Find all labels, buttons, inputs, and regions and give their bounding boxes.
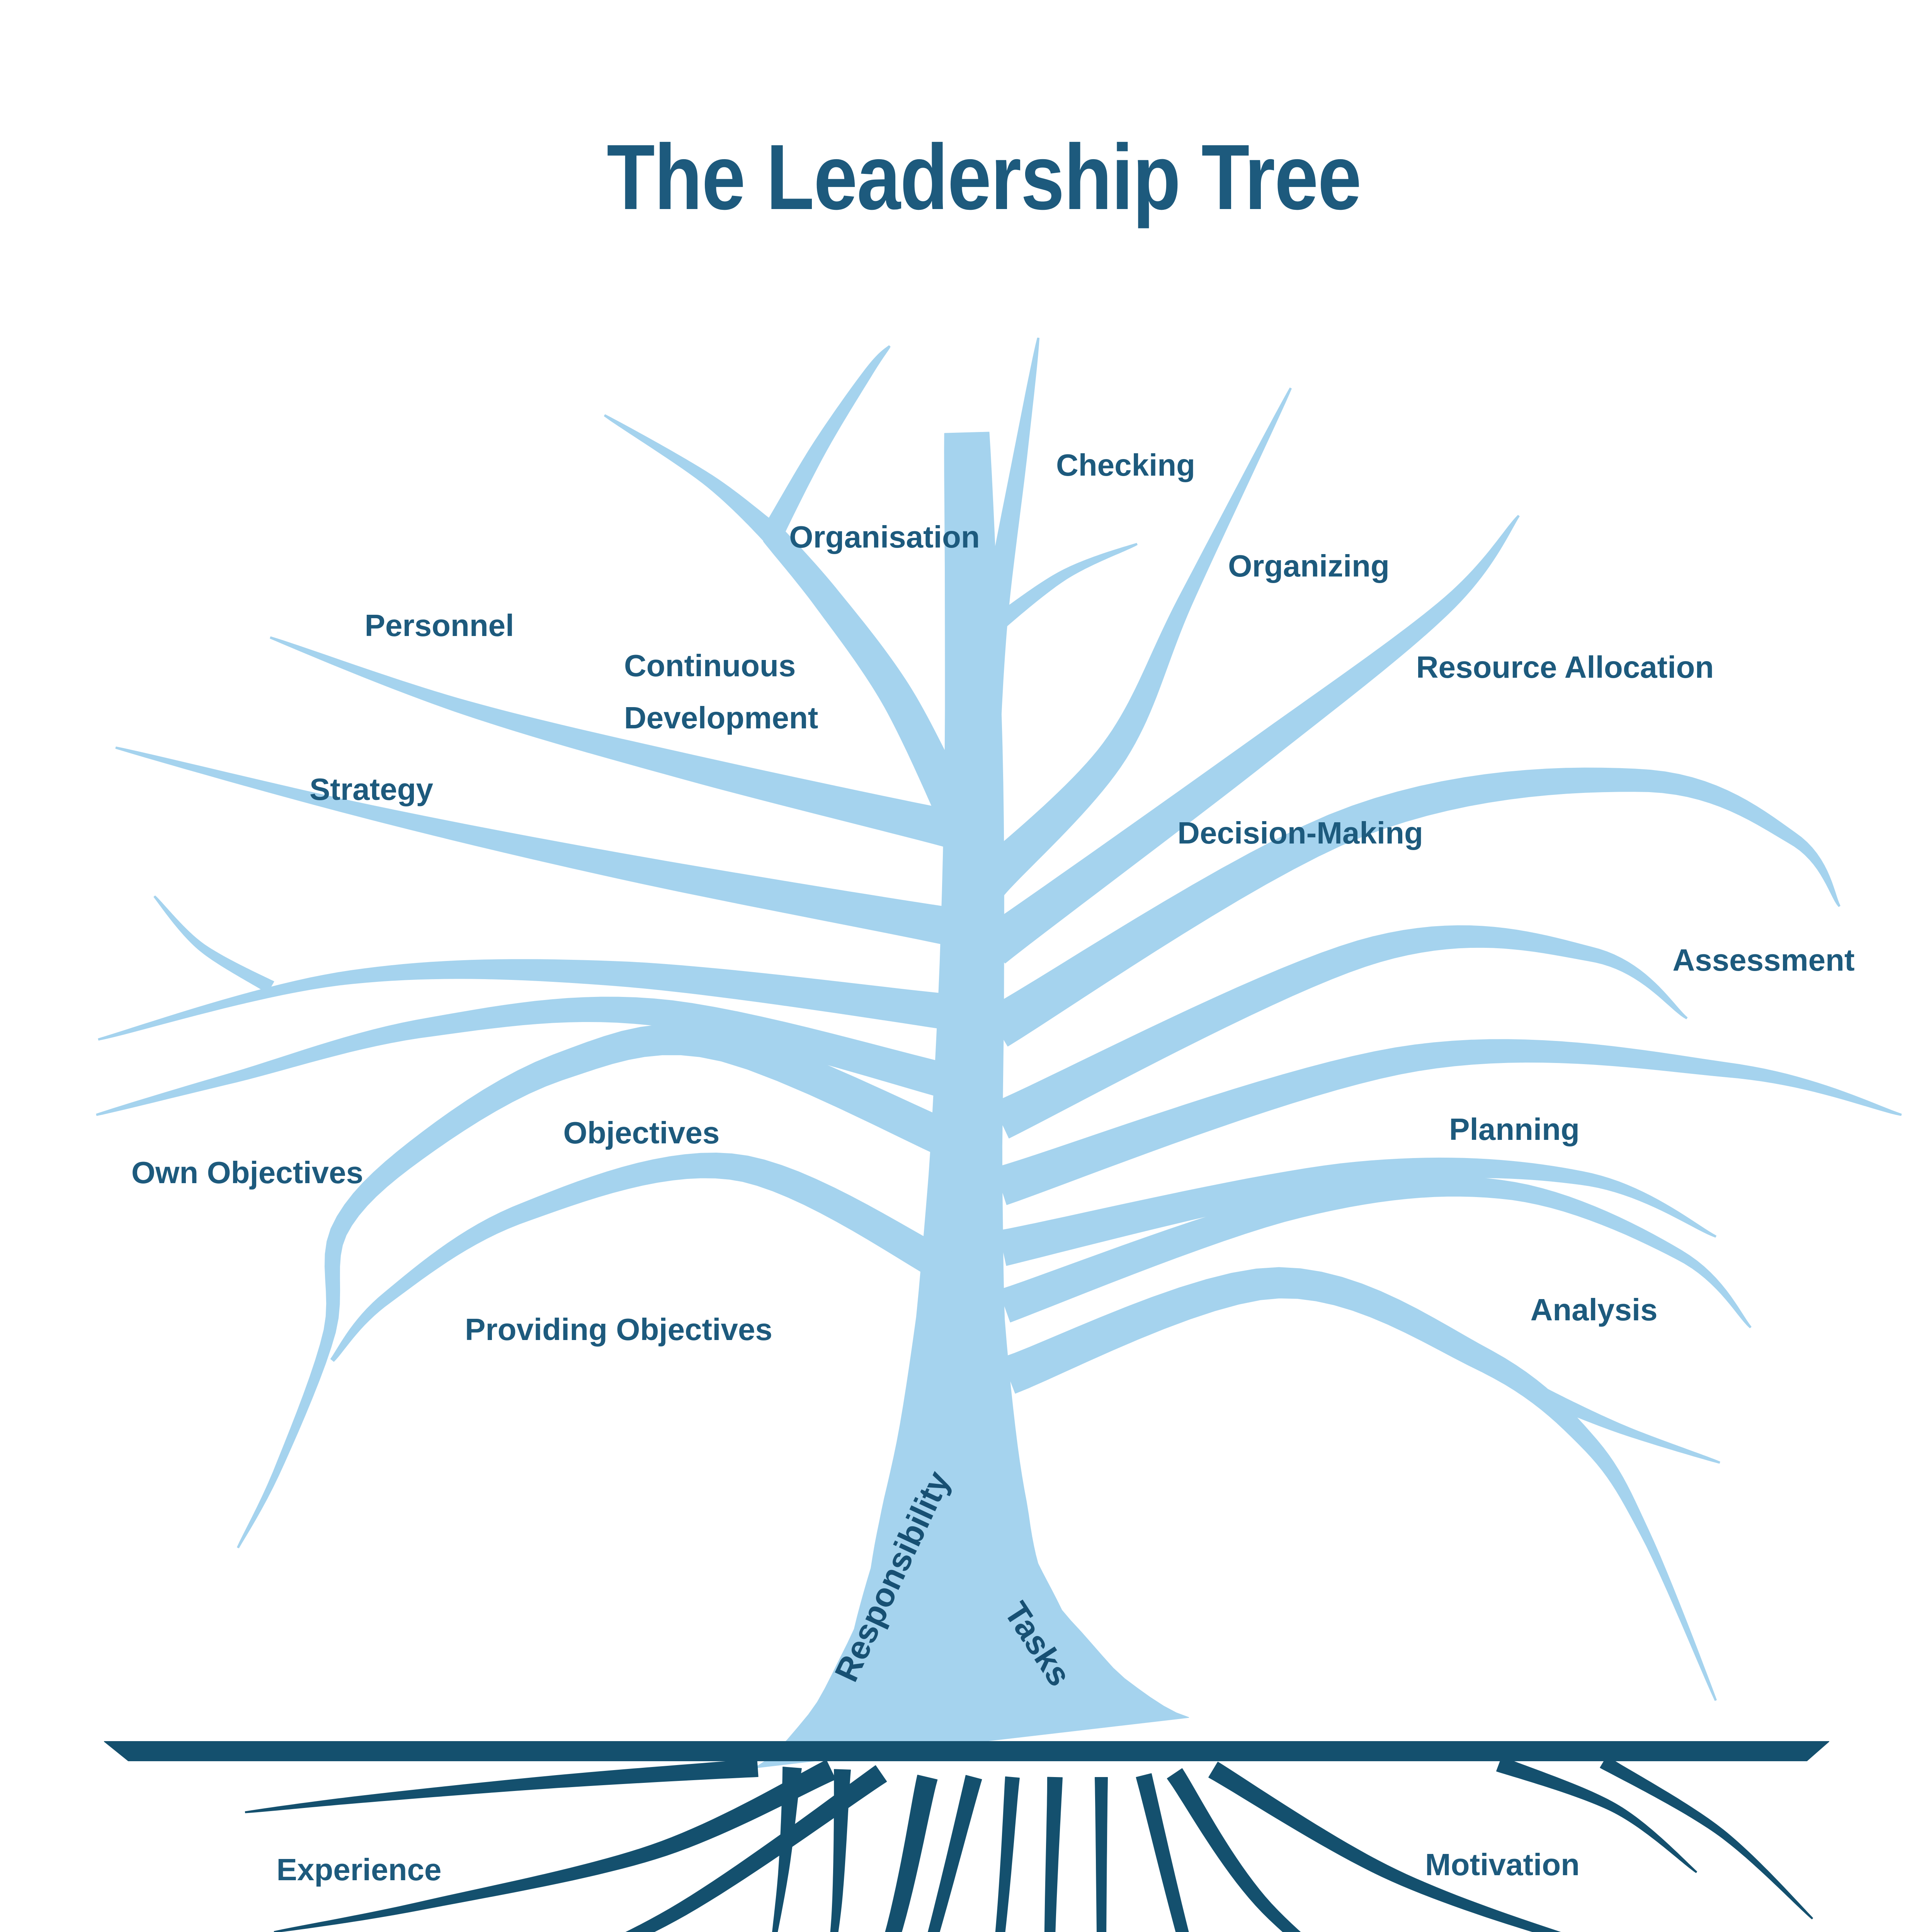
branch-label-continuous-development: Continuous Development xyxy=(624,648,818,735)
tree-root xyxy=(885,1775,938,1932)
tree-branch xyxy=(1538,1387,1720,1464)
branch-label-objectives: Objectives xyxy=(563,1116,720,1150)
tree-branch xyxy=(604,414,780,543)
tree-branch xyxy=(974,388,1292,896)
branch-label-resource-allocation: Resource Allocation xyxy=(1416,650,1714,684)
tree-root xyxy=(1208,1762,1561,1932)
branch-label-assessment: Assessment xyxy=(1672,943,1855,977)
branch-label-analysis: Analysis xyxy=(1530,1293,1658,1327)
root-label-motivation: Motivation xyxy=(1425,1847,1580,1882)
branch-label-providing-objectives: Providing Objectives xyxy=(465,1312,772,1347)
branch-label-decision-making: Decision-Making xyxy=(1177,816,1423,850)
tree-root xyxy=(1167,1768,1301,1932)
tree-root xyxy=(928,1775,982,1932)
branch-label-organisation: Organisation xyxy=(789,520,980,554)
tree-crown xyxy=(96,337,1902,1769)
tree-root xyxy=(1600,1756,1813,1920)
tree-roots xyxy=(245,1756,1813,1932)
tree-branch xyxy=(762,345,891,540)
tree-branch xyxy=(763,526,971,820)
tree-branch xyxy=(153,895,274,993)
branch-label-own-objectives: Own Objectives xyxy=(131,1155,364,1190)
tree-trunk xyxy=(754,432,1189,1769)
tree-root xyxy=(625,1765,887,1932)
tree-root xyxy=(1095,1777,1108,1932)
tree-root xyxy=(1496,1756,1697,1873)
tree-root xyxy=(772,1767,802,1932)
tree-root xyxy=(995,1776,1020,1932)
tree-branch xyxy=(980,515,1520,964)
tree-branch xyxy=(992,925,1688,1139)
ground-line xyxy=(104,1741,1829,1761)
branch-label-strategy: Strategy xyxy=(309,772,434,806)
tree-root xyxy=(1136,1773,1189,1932)
branch-label-planning: Planning xyxy=(1449,1112,1580,1146)
tree-branch xyxy=(998,1157,1716,1266)
tree-branch xyxy=(979,543,1138,641)
tree-branch xyxy=(1001,1267,1717,1701)
tree-branch xyxy=(994,1039,1902,1205)
tree-branch xyxy=(98,959,955,1041)
branch-label-organizing: Organizing xyxy=(1228,549,1390,583)
branch-label-checking: Checking xyxy=(1056,448,1196,482)
tree-branch xyxy=(998,1175,1752,1328)
branch-label-personnel: Personnel xyxy=(364,608,514,643)
tree-branch xyxy=(115,747,958,947)
tree-branch xyxy=(270,636,963,850)
ground-bar xyxy=(104,1741,1829,1761)
tree-branch xyxy=(985,767,1840,1047)
tree-root xyxy=(830,1769,851,1932)
tree-root xyxy=(1044,1777,1063,1932)
tree-branch xyxy=(237,1024,957,1548)
tree-branch xyxy=(96,997,955,1116)
root-label-experience: Experience xyxy=(276,1852,442,1887)
tree-root xyxy=(245,1759,759,1813)
tree-root xyxy=(274,1760,836,1932)
tree-branch xyxy=(330,1153,955,1362)
page-title: The Leadership Tree xyxy=(607,125,1361,229)
